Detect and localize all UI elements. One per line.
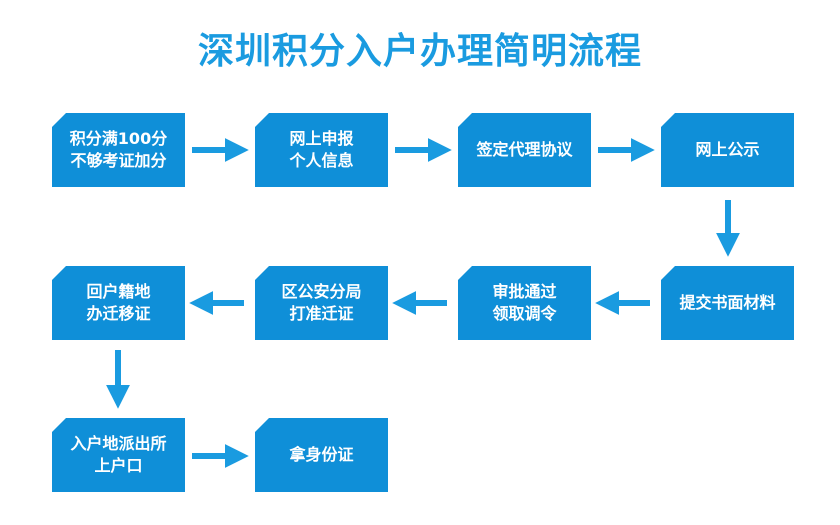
step-box-4: 网上公示: [661, 113, 794, 187]
step-box-7: 区公安分局 打准迁证: [255, 266, 388, 340]
step-box-6: 审批通过 领取调令: [458, 266, 591, 340]
step-label-9: 入户地派出所 上户口: [70, 434, 167, 475]
step-label-6: 审批通过 领取调令: [492, 282, 557, 323]
step-box-2: 网上申报 个人信息: [255, 113, 388, 187]
step-box-10: 拿身份证: [255, 418, 388, 492]
step-label-4: 网上公示: [695, 140, 760, 159]
step-label-5: 提交书面材料: [679, 293, 776, 312]
step-box-9: 入户地派出所 上户口: [52, 418, 185, 492]
step-box-3: 签定代理协议: [458, 113, 591, 187]
step-box-1: 积分满100分 不够考证加分: [52, 113, 185, 187]
step-label-3: 签定代理协议: [476, 140, 573, 159]
step-label-8: 回户籍地 办迁移证: [86, 282, 151, 323]
page-title: 深圳积分入户办理简明流程: [197, 31, 642, 72]
step-box-8: 回户籍地 办迁移证: [52, 266, 185, 340]
step-label-7: 区公安分局 打准迁证: [281, 282, 362, 323]
step-label-2: 网上申报 个人信息: [289, 129, 354, 170]
step-label-1: 积分满100分 不够考证加分: [69, 129, 168, 170]
step-box-5: 提交书面材料: [661, 266, 794, 340]
step-label-10: 拿身份证: [289, 445, 354, 464]
